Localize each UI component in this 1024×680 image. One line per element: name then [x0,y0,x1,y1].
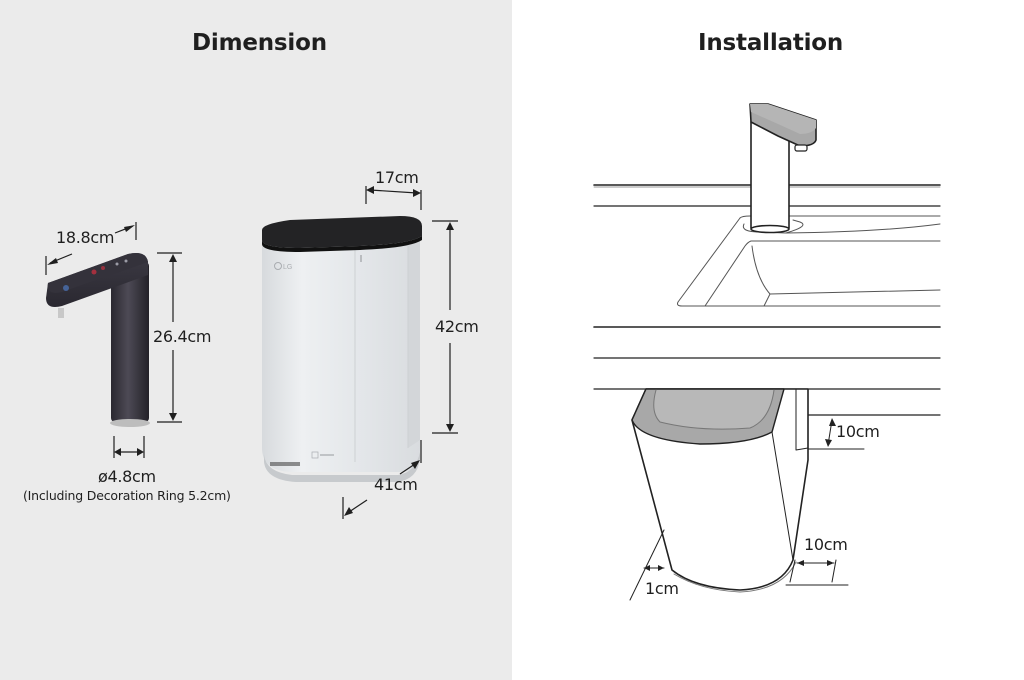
installation-illustration [593,103,941,601]
unit-depth-dimension [365,186,422,210]
dimension-arrowheads [644,418,836,571]
sink-drawing [677,215,941,307]
faucet-image [46,253,150,427]
unit-width-dimension [342,440,422,519]
faucet-diameter-note: (Including Decoration Ring 5.2cm) [23,488,231,503]
filter-unit-image: LG [262,216,422,482]
faucet-diameter-dimension [113,436,145,458]
unit-height-label: 42cm [435,317,479,336]
unit-width-label: 41cm [374,475,418,494]
faucet-height-label: 26.4cm [153,327,212,346]
faucet-height-dimension [157,252,182,423]
dimension-heading: Dimension [192,30,327,56]
unit-depth-label: 17cm [375,168,419,187]
installation-heading: Installation [698,30,844,56]
side-clearance-label: 10cm [804,535,848,554]
back-clearance-label: 1cm [645,579,679,598]
installation-faucet-drawing [749,103,817,234]
dimension-illustration: LG [45,186,458,519]
faucet-diameter-label: ø4.8cm [98,467,156,486]
lg-logo: LG [283,264,292,271]
faucet-width-dimension [45,222,137,275]
top-clearance-label: 10cm [836,422,880,441]
installation-unit-drawing [631,388,809,593]
faucet-width-label: 18.8cm [56,228,115,247]
dimension-panel: Dimension [0,0,512,680]
unit-height-dimension [432,220,458,434]
installation-panel: Installation [512,0,1024,680]
